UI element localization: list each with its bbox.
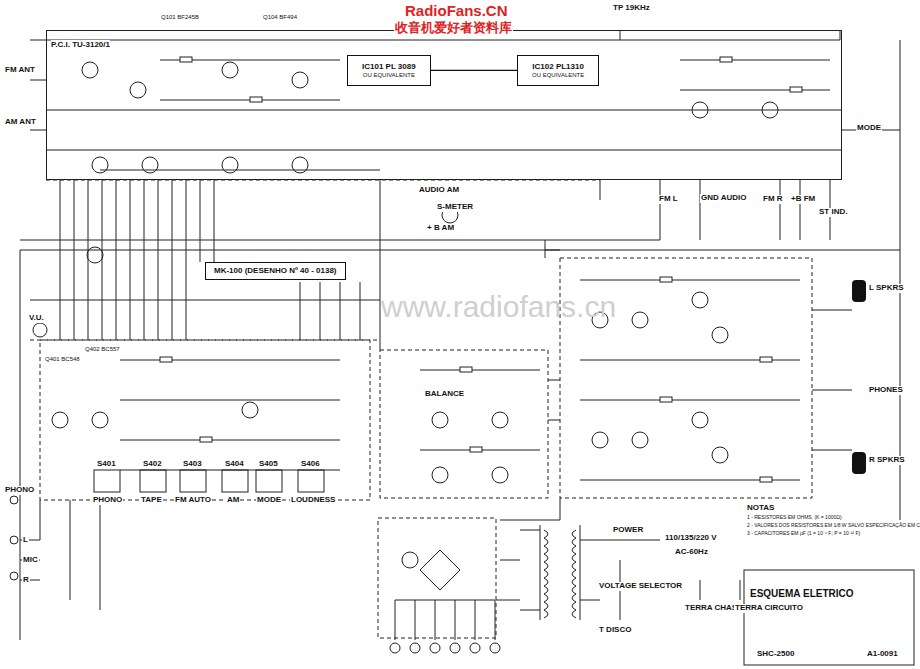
signal-label: LOUDNESS [290,496,336,505]
signal-wire [431,70,517,71]
signal-label: S401 [96,460,117,469]
node-text: OU EQUIVALENTE [362,72,416,79]
signal-label: NOTAS [746,504,775,513]
switch-blocks [94,470,324,492]
sub-board-outlines [30,180,812,638]
signal-label: 110/135/220 V [664,534,718,543]
signal-label: R [22,576,30,585]
node-text: MK-100 (DESENHO Nº 40 - 0138) [214,266,337,276]
signal-label: 3 - CAPACITORES EM µF (1 = 10⁻⁶ F; P = 1… [746,531,861,537]
signal-label: Q101 BF245B [160,14,200,21]
signal-label: S404 [224,460,245,469]
signal-label: MODE [856,124,882,133]
watermark: RadioFans.CN [404,3,509,20]
watermark: www.radiofans.cn [380,290,617,323]
signal-label: S405 [258,460,279,469]
signal-label: FM ANT [4,66,36,75]
signal-label: L [22,536,29,545]
signal-label: FM AUTO [174,496,212,505]
watermark: 收音机爱好者资料库 [394,21,513,35]
signal-label: AM ANT [4,118,37,127]
signal-label: AUDIO AM [418,186,460,195]
resistors [160,57,802,482]
node-text: OU EQUIVALENTE [532,72,584,79]
signal-label: GND AUDIO [700,194,747,203]
signal-label: AC-60Hz [674,548,709,557]
signal-label: PHONES [868,386,904,395]
signal-label: VOLTAGE SELECTOR [598,582,683,591]
signal-label: MODE [256,496,282,505]
ic-box: MK-100 (DESENHO Nº 40 - 0138) [205,262,346,280]
signal-label: +B FM [790,195,816,204]
signal-label: BALANCE [424,390,465,399]
ic-box: IC102 PL1310OU EQUIVALENTE [517,55,599,86]
title-block: ESQUEMA ELETRICO [746,586,858,602]
signal-label: TAPE [140,496,163,505]
signal-label: 2 - VALORES DOS RESISTORES EM 1/8 W SALV… [746,523,920,529]
signal-label: + B AM [426,224,455,233]
signal-label: V.U. [28,314,45,323]
speaker-terminals [852,280,866,474]
signal-label: TERRA CIRCUITO [734,604,804,613]
signal-label: POWER [612,526,644,535]
signal-label: PHONO [92,496,123,505]
signal-label: S403 [182,460,203,469]
signal-label: SHC-2500 [756,650,795,659]
node-text: P.C.I. TU-3120/1 [51,40,110,50]
diode-bridge [420,550,460,590]
signal-label: A1-0091 [866,650,899,659]
node-text: ESQUEMA ELETRICO [750,588,854,600]
signal-label: TP 19KHz [612,4,651,13]
title-block-frame [744,570,914,665]
transistors [33,62,778,568]
node-text: IC102 PL1310 [532,62,584,72]
signal-label: Q104 BF494 [262,14,298,21]
circuit-board: P.C.I. TU-3120/1IC101 PL 3089OU EQUIVALE… [46,30,842,180]
signal-label: Q401 BC548 [44,356,81,363]
signal-label: ST IND. [818,208,848,217]
wire-line [431,70,517,71]
signal-label: 1 - RESISTORES EM OHMS, (K = 1000Ω) [746,515,843,521]
node-text: IC101 PL 3089 [362,62,416,72]
signal-label: T DISCO [598,626,632,635]
signal-label: AM [226,496,240,505]
signal-label: S-METER [436,203,474,212]
transformer [540,525,580,620]
signal-label: PHONO [4,486,35,495]
signal-label: S402 [142,460,163,469]
input-jacks [10,496,500,653]
signal-label: FM L [658,195,679,204]
signal-label: FM R [762,195,784,204]
signal-label: S406 [300,460,321,469]
signal-label: MIC [22,556,39,565]
wires [20,30,900,640]
signal-label: Q402 BC557 [84,346,121,353]
signal-label: R SPKRS [868,456,906,465]
ic-box: IC101 PL 3089OU EQUIVALENTE [347,55,431,86]
signal-label: L SPKRS [868,284,905,293]
